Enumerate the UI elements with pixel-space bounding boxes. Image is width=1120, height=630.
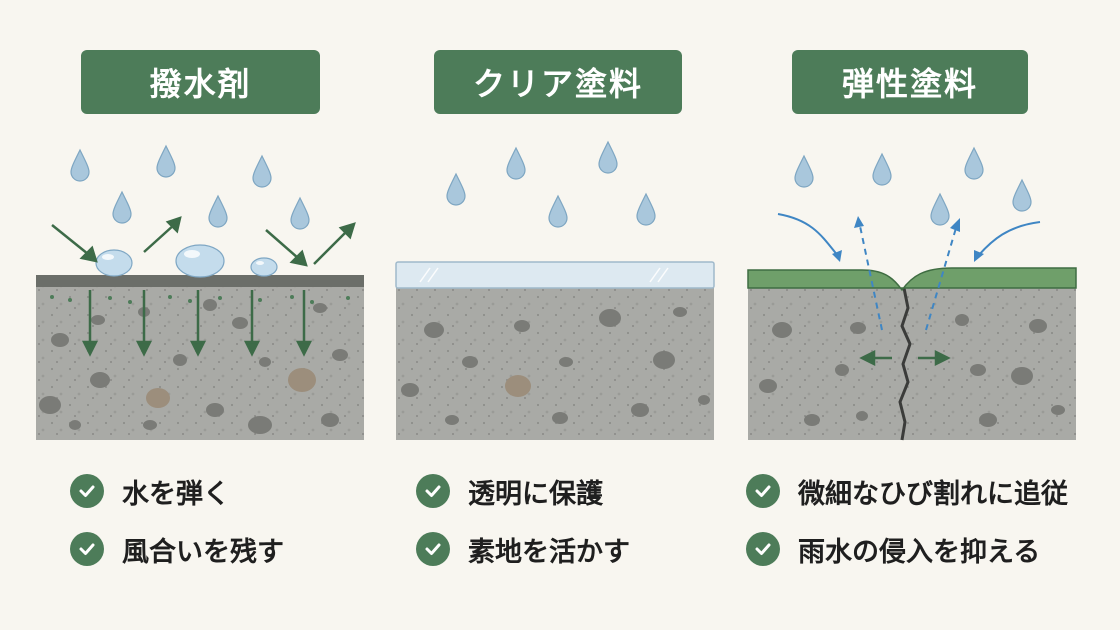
penetration-dots [50, 295, 350, 304]
check-circle-icon [746, 474, 780, 508]
clear-coat-illustration [395, 140, 715, 440]
aggregate-stones [759, 314, 1065, 427]
panel-elastic-coat: 弾性塗料 [742, 0, 1082, 630]
feature-list: 微細なひび割れに追従 雨水の侵入を抑える [746, 462, 1068, 578]
water-drop-icon [70, 144, 310, 230]
list-item-label: 透明に保護 [468, 478, 603, 510]
water-drop-icon [446, 140, 656, 228]
list-item: 透明に保護 [416, 462, 630, 520]
elastic-coat-illustration [747, 146, 1077, 441]
feature-list: 水を弾く 風合いを残す [70, 462, 284, 578]
panel-title: 弾性塗料 [792, 50, 1028, 114]
clear-coat-layer [395, 261, 715, 289]
water-drop-icon [794, 146, 1032, 226]
deflection-arrows [51, 216, 356, 267]
expansion-arrows [859, 349, 951, 367]
check-circle-icon [416, 532, 450, 566]
list-item-label: 雨水の侵入を抑える [798, 536, 1041, 568]
rain-arrows [777, 213, 1041, 331]
panel-water-repellent: 撥水剤 [30, 0, 370, 630]
rain-arrowheads [832, 216, 984, 262]
penetration-arrows [81, 290, 313, 357]
check-circle-icon [746, 532, 780, 566]
list-item: 素地を活かす [416, 520, 630, 578]
panel-title: クリア塗料 [434, 50, 682, 114]
crack [898, 287, 912, 441]
elastic-coat-layer [747, 267, 1077, 292]
surface-layer [36, 275, 364, 287]
list-item: 水を弾く [70, 462, 284, 520]
list-item-label: 水を弾く [122, 478, 230, 510]
aggregate-stones [401, 307, 710, 425]
panel-clear-coat: クリア塗料 [390, 0, 730, 630]
list-item-label: 風合いを残す [122, 536, 284, 568]
check-circle-icon [70, 474, 104, 508]
water-bead [95, 244, 278, 278]
check-circle-icon [70, 532, 104, 566]
list-item-label: 素地を活かす [468, 536, 630, 568]
water-repellent-illustration [36, 144, 364, 440]
feature-list: 透明に保護 素地を活かす [416, 462, 630, 578]
list-item-label: 微細なひび割れに追従 [798, 478, 1068, 510]
aggregate-stones [39, 299, 348, 434]
panel-title: 撥水剤 [81, 50, 320, 114]
check-circle-icon [416, 474, 450, 508]
list-item: 微細なひび割れに追従 [746, 462, 1068, 520]
list-item: 雨水の侵入を抑える [746, 520, 1068, 578]
list-item: 風合いを残す [70, 520, 284, 578]
